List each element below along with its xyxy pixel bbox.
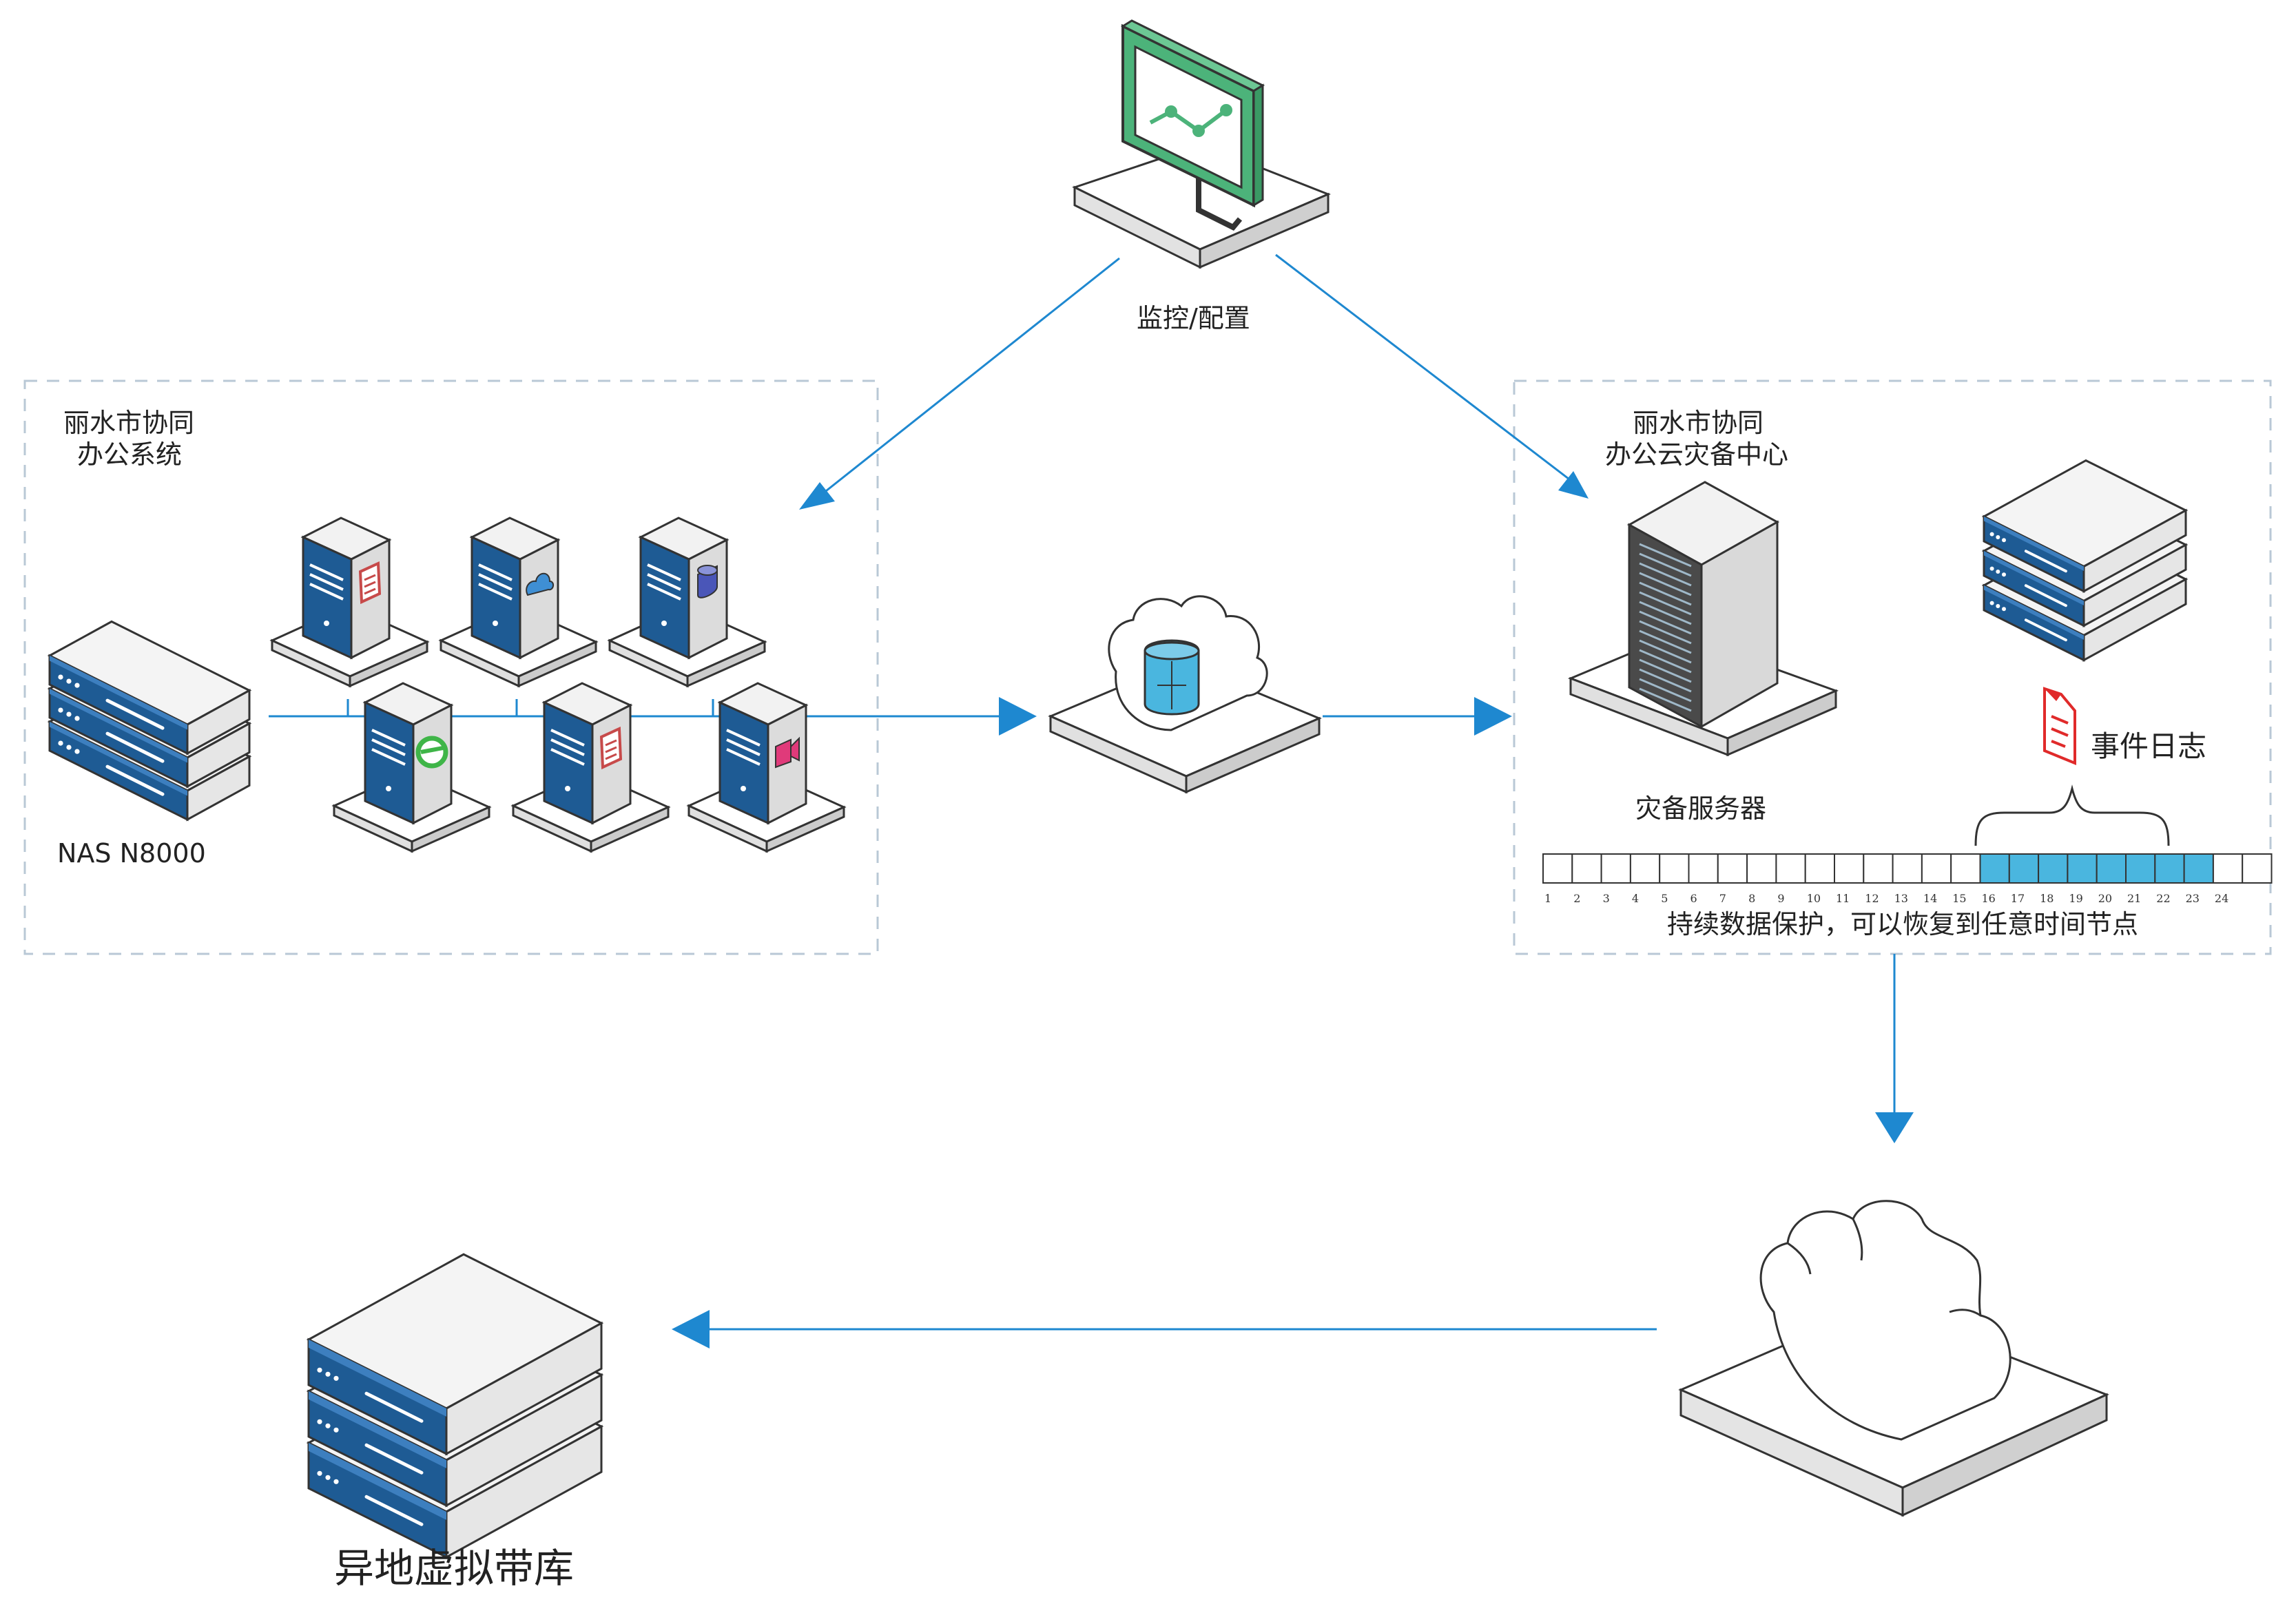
event-log-icon [2043, 687, 2076, 765]
timeline-cell [1804, 853, 1835, 884]
timeline-cell [2096, 853, 2127, 884]
timeline-tick: 7 [1719, 892, 1726, 905]
timeline-cell [1921, 853, 1952, 884]
arrowhead-dr-to-remote-cloud [1875, 1112, 1914, 1143]
timeline-cell [1629, 853, 1661, 884]
timeline-cell [1834, 853, 1865, 884]
timeline-cell [1950, 853, 1981, 884]
arrowhead-monitor-to-dr [1558, 471, 1589, 499]
timeline-cell [2125, 853, 2156, 884]
dr-center-boundary [1513, 379, 2272, 955]
cdp-caption: 持续数据保护，可以恢复到任意时间节点 [1667, 909, 2139, 939]
app-server-6 [686, 682, 847, 853]
nas-label: NAS N8000 [57, 838, 206, 868]
timeline-cell [1746, 853, 1777, 884]
nas-storage-icon [47, 620, 252, 822]
monitor-config-label: 监控/配置 [1137, 303, 1250, 333]
timeline-tick: 5 [1661, 892, 1668, 905]
event-log-brace [1974, 784, 2170, 846]
monitor-config-icon [1072, 19, 1331, 269]
timeline-cell [1775, 853, 1806, 884]
timeline-tick: 19 [2069, 892, 2082, 905]
timeline-cell [1571, 853, 1602, 884]
timeline-tick: 16 [1982, 892, 1996, 905]
office-system-boundary [23, 379, 879, 955]
timeline-tick: 8 [1748, 892, 1755, 905]
office-system-title-line1: 丽水市协同 [63, 408, 195, 438]
dr-storage-icon [1981, 459, 2189, 663]
arrowhead-cloud-to-tape [672, 1310, 710, 1349]
timeline-tick: 12 [1865, 892, 1879, 905]
timeline-cell [2038, 853, 2069, 884]
dr-center-title-line2: 办公云灾备中心 [1605, 439, 1789, 470]
app-server-1 [269, 517, 430, 688]
offsite-tape-label: 异地虚拟带库 [334, 1545, 575, 1592]
timeline-tick: 14 [1923, 892, 1937, 905]
arrowhead-cloud-to-dr [1474, 697, 1512, 736]
arrow-monitor-to-dr [1275, 253, 1578, 487]
timeline-tick: 22 [2156, 892, 2170, 905]
arrow-monitor-to-office [812, 257, 1120, 503]
timeline-tick: 10 [1807, 892, 1821, 905]
timeline-tick: 24 [2215, 892, 2228, 905]
arrowhead-bus-to-cloud [999, 697, 1037, 736]
timeline-cell [1659, 853, 1690, 884]
timeline-cell [2154, 853, 2185, 884]
timeline-cell [2008, 853, 2040, 884]
app-server-5 [510, 682, 671, 853]
timeline-tick: 9 [1777, 892, 1784, 905]
timeline-cell [1600, 853, 1631, 884]
arrowhead-monitor-to-office [799, 482, 835, 510]
timeline-tick: 11 [1836, 892, 1850, 905]
offsite-tape-library-icon [306, 1253, 604, 1559]
app-server-2 [438, 517, 599, 688]
timeline-tick: 15 [1952, 892, 1966, 905]
app-server-4 [331, 682, 492, 853]
office-system-title-line2: 办公系统 [77, 439, 183, 470]
dr-server-icon [1567, 481, 1839, 757]
transfer-cloud-icon [1048, 595, 1322, 794]
timeline-cell [1863, 853, 1894, 884]
timeline-tick: 17 [2011, 892, 2025, 905]
timeline-cell [1892, 853, 1923, 884]
timeline-tick: 4 [1632, 892, 1639, 905]
dr-server-label: 灾备服务器 [1635, 793, 1767, 824]
timeline-cell [2212, 853, 2244, 884]
timeline-cell [1717, 853, 1748, 884]
timeline-tick: 13 [1894, 892, 1908, 905]
timeline-tick: 20 [2098, 892, 2112, 905]
timeline-cell [2242, 853, 2273, 884]
timeline-tick: 21 [2127, 892, 2141, 905]
timeline-cell [2067, 853, 2098, 884]
timeline-cell [2183, 853, 2214, 884]
timeline-tick: 1 [1544, 892, 1551, 905]
event-log-label: 事件日志 [2091, 729, 2207, 763]
timeline-tick: 6 [1690, 892, 1697, 905]
timeline-tick: 23 [2186, 892, 2200, 905]
timeline-cell [1688, 853, 1719, 884]
app-server-3 [607, 517, 767, 688]
application-servers [269, 517, 847, 853]
timeline-cell [1979, 853, 2010, 884]
dr-center-title-line1: 丽水市协同 [1633, 408, 1764, 438]
remote-cloud-icon [1678, 1200, 2109, 1517]
timeline-tick: 18 [2040, 892, 2054, 905]
timeline-tick: 3 [1603, 892, 1610, 905]
timeline-tick: 2 [1573, 892, 1580, 905]
timeline-cell [1542, 853, 1573, 884]
